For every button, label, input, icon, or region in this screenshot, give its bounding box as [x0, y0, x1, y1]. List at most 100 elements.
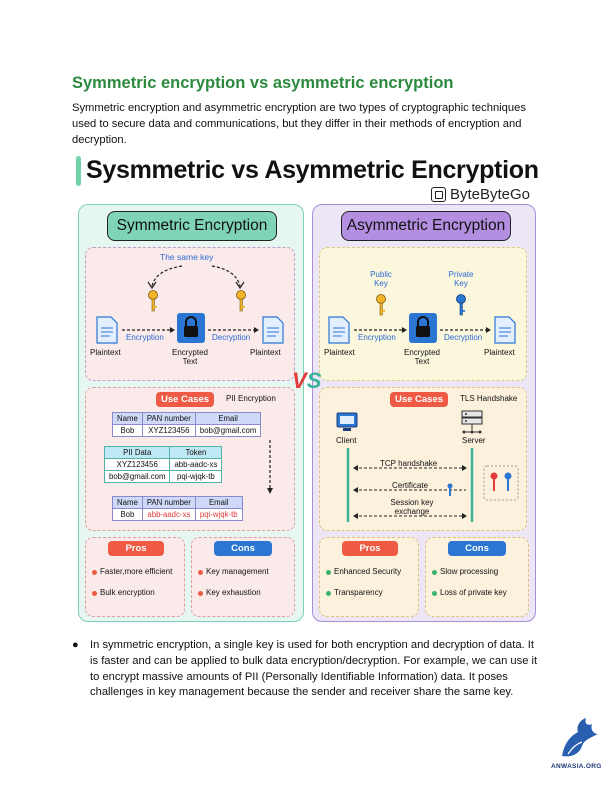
bullet-dot: [432, 570, 437, 575]
pros-tag: Pros: [342, 541, 398, 556]
server-icon: [461, 410, 483, 434]
title-accent-bar: [76, 156, 81, 186]
pros-item: Bulk encryption: [100, 588, 155, 597]
tcp-handshake-label: TCP handshake: [380, 459, 438, 468]
private-key-label: Private Key: [448, 270, 474, 288]
encryption-label: Encryption: [358, 333, 396, 342]
server-label: Server: [462, 436, 486, 445]
table-cell: bob@gmail.com: [194, 424, 262, 437]
cons-item: Slow processing: [440, 567, 499, 576]
vs-badge: VS: [292, 368, 322, 393]
intro-paragraph: Symmetric encryption and asymmetric encr…: [72, 102, 526, 147]
plaintext-document-icon-2: [494, 316, 516, 344]
section-heading: Symmetric encryption vs asymmetric encry…: [72, 74, 454, 92]
same-key-label: The same key: [160, 252, 214, 262]
use-case-title: PII Encryption: [226, 394, 276, 403]
encryption-label: Encryption: [126, 333, 164, 342]
plaintext-label-2: Plaintext: [484, 348, 515, 357]
cons-tag: Cons: [214, 541, 272, 556]
table-header: PAN number: [141, 412, 196, 425]
use-cases-tag: Use Cases: [156, 392, 214, 407]
certificate-label: Certificate: [392, 481, 429, 490]
tokenize-arrow: [267, 440, 273, 494]
encrypted-text-label: Encrypted Text: [171, 348, 209, 366]
symmetric-panel: Symmetric Encryption The same key: [78, 204, 304, 622]
tokenized-table: Name PAN number Email Bob abb-aadc-xs pq…: [112, 496, 243, 521]
decryption-label: Decryption: [212, 333, 251, 342]
table-header: Token: [169, 446, 223, 459]
bullet-dot: [432, 591, 437, 596]
client-label: Client: [336, 436, 357, 445]
symmetric-pros: Pros Faster,more efficient Bulk encrypti…: [85, 537, 185, 617]
asymmetric-use-cases: Use Cases TLS Handshake Client Server: [319, 387, 527, 531]
anwasia-logo-icon: [562, 718, 598, 757]
bullet-dot: [326, 591, 331, 596]
decryption-label: Decryption: [444, 333, 483, 342]
bullet-dot: [198, 591, 203, 596]
encryption-infographic: Sysmmetric vs Asymmetric Encryption Byte…: [72, 154, 542, 622]
plaintext-document-icon-2: [262, 316, 284, 344]
symmetric-use-cases: Use Cases PII Encryption Name PAN number…: [85, 387, 295, 531]
cons-item: Loss of private key: [440, 588, 507, 597]
client-computer-icon: [336, 412, 358, 431]
bullet-dot: [326, 570, 331, 575]
encrypted-text-label: Encrypted Text: [403, 348, 441, 366]
symmetric-key-icon: [148, 290, 158, 312]
asymmetric-flow: Public Key Private Key: [319, 247, 527, 381]
table-cell: bob@gmail.com: [103, 470, 171, 483]
table-header: Email: [194, 496, 243, 509]
cons-item: Key exhaustion: [206, 588, 261, 597]
asymmetric-panel: Asymmetric Encryption Public Key Private…: [312, 204, 536, 622]
bullet-item: In symmetric encryption, a single key is…: [90, 639, 538, 699]
pros-item: Enhanced Security: [334, 567, 402, 576]
symmetric-label: Symmetric Encryption: [107, 211, 277, 241]
table-cell: Bob: [112, 424, 143, 437]
use-case-title: TLS Handshake: [460, 394, 518, 403]
bullet-dot: [198, 570, 203, 575]
bullet-list: ● In symmetric encryption, a single key …: [72, 638, 545, 701]
plaintext-label: Plaintext: [324, 348, 355, 357]
symmetric-key-icon-2: [236, 290, 246, 312]
plaintext-label-2: Plaintext: [250, 348, 281, 357]
public-key-label: Public Key: [370, 270, 392, 288]
table-cell: abb-aadc-xs: [141, 508, 196, 521]
symmetric-arrows: [122, 265, 259, 333]
plaintext-document-icon: [328, 316, 350, 344]
session-key-label: Session key exchange: [390, 498, 434, 516]
cons-item: Key management: [206, 567, 269, 576]
pros-tag: Pros: [108, 541, 164, 556]
pros-item: Faster,more efficient: [100, 567, 173, 576]
handshake-diagram: [346, 448, 519, 522]
table-header: PAN number: [141, 496, 196, 509]
symmetric-cons: Cons Key management Key exhaustion: [191, 537, 295, 617]
private-key-icon: [456, 294, 466, 316]
table-cell: XYZ123456: [103, 458, 171, 471]
brand: ByteByteGo: [430, 186, 530, 203]
table-header: Email: [194, 412, 262, 425]
bullet-dot: [92, 570, 97, 575]
plaintext-label: Plaintext: [90, 348, 121, 357]
lock-icon: [409, 313, 437, 343]
pros-item: Transparency: [334, 588, 383, 597]
lock-icon: [177, 313, 205, 343]
symmetric-flow: The same key: [85, 247, 295, 381]
table-header: PII Data: [103, 446, 171, 459]
brand-name: ByteByteGo: [449, 186, 530, 203]
infographic-title: Sysmmetric vs Asymmetric Encryption: [86, 156, 539, 184]
token-table: PII Data Token XYZ123456 abb-aadc-xs bob…: [103, 446, 223, 483]
pii-table: Name PAN number Email Bob XYZ123456 bob@…: [112, 412, 262, 437]
bullet-dot: [92, 591, 97, 596]
table-cell: pqi-wjqk-tb: [194, 508, 243, 521]
table-cell: Bob: [112, 508, 143, 521]
asymmetric-arrows: [354, 327, 491, 333]
bullet-marker: ●: [72, 639, 79, 651]
plaintext-document-icon: [96, 316, 118, 344]
cons-tag: Cons: [448, 541, 506, 556]
asymmetric-label: Asymmetric Encryption: [341, 211, 511, 241]
public-key-icon: [376, 294, 386, 316]
logo-text: ANWASIA.ORG: [551, 763, 602, 770]
table-header: Name: [112, 496, 143, 509]
asymmetric-cons: Cons Slow processing Loss of private key: [425, 537, 529, 617]
table-header: Name: [112, 412, 143, 425]
asymmetric-pros: Pros Enhanced Security Transparency: [319, 537, 419, 617]
